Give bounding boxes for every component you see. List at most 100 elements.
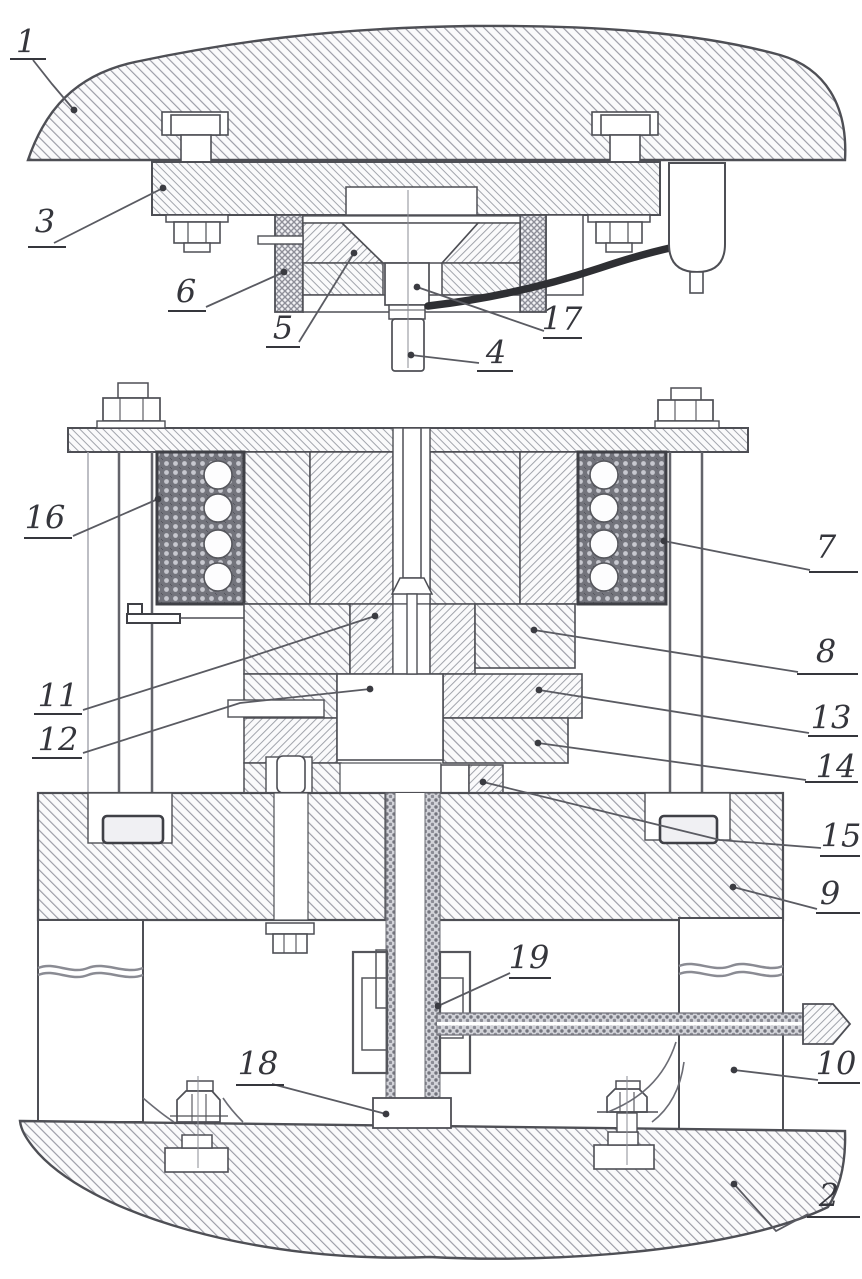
die-stack bbox=[227, 603, 583, 794]
block-13 bbox=[442, 673, 583, 719]
pendant-cylinder bbox=[668, 162, 726, 294]
part-label-9: 9 bbox=[820, 875, 840, 913]
spring-coil bbox=[589, 493, 619, 523]
plate-nut-left bbox=[165, 214, 229, 253]
bed-clamp-right bbox=[593, 1041, 685, 1170]
leader-line-2 bbox=[733, 1183, 809, 1233]
spring-coil bbox=[589, 460, 619, 490]
holder-right-wall bbox=[519, 214, 547, 313]
leader-dot-19 bbox=[434, 1002, 442, 1010]
shank-boss bbox=[345, 186, 478, 216]
shank-holder bbox=[257, 214, 584, 313]
part-label-8: 8 bbox=[816, 633, 836, 671]
knockout-pin bbox=[390, 577, 434, 675]
bed-clamp-left bbox=[142, 1076, 244, 1173]
leader-dot-12 bbox=[366, 685, 374, 693]
part-label-15: 15 bbox=[821, 817, 862, 855]
pillar-foot-right bbox=[658, 814, 719, 845]
part-label-17: 17 bbox=[542, 300, 583, 338]
spring-coil bbox=[589, 529, 619, 559]
part-label-14: 14 bbox=[816, 748, 857, 786]
leader-dot-17 bbox=[413, 283, 421, 291]
center-block bbox=[336, 673, 444, 761]
knockout-rod-upper bbox=[402, 427, 422, 579]
part-label-3: 3 bbox=[35, 203, 55, 241]
leader-line-8 bbox=[533, 629, 799, 673]
press-bed bbox=[18, 1119, 847, 1260]
rod-clamp bbox=[384, 262, 430, 306]
spring-coil bbox=[203, 460, 233, 490]
leader-line-3 bbox=[53, 187, 164, 244]
punch-holder-block bbox=[243, 427, 579, 605]
part-label-7: 7 bbox=[816, 528, 837, 566]
part-label-5: 5 bbox=[273, 309, 293, 347]
leader-dot-6 bbox=[280, 268, 288, 276]
leader-dot-7 bbox=[660, 537, 668, 545]
leader-dot-5 bbox=[350, 249, 358, 257]
leader-dot-2 bbox=[730, 1180, 738, 1188]
part-label-11: 11 bbox=[38, 677, 79, 715]
plate-bolt-right bbox=[654, 387, 720, 429]
leader-line-4 bbox=[410, 354, 480, 364]
leader-line-16 bbox=[72, 498, 159, 537]
plate-nut-right bbox=[587, 214, 651, 253]
plate-bolt-left bbox=[96, 382, 166, 429]
leader-dot-14 bbox=[534, 739, 542, 747]
part-label-16: 16 bbox=[25, 499, 66, 537]
part-label-4: 4 bbox=[485, 334, 506, 372]
leader-line-5 bbox=[298, 252, 355, 343]
block-15 bbox=[468, 764, 504, 794]
ram-tbolt-right bbox=[591, 111, 659, 163]
holder-left-wall bbox=[274, 214, 304, 313]
ejector-rod bbox=[385, 792, 441, 1099]
part-label-6: 6 bbox=[176, 273, 196, 311]
part-label-10: 10 bbox=[816, 1045, 857, 1083]
pull-rod bbox=[384, 190, 430, 372]
spring-stack-right bbox=[576, 450, 668, 606]
leader-line-6 bbox=[205, 271, 285, 308]
leader-line-15 bbox=[482, 781, 822, 849]
press-ram-body bbox=[26, 24, 847, 162]
leader-dot-11 bbox=[371, 612, 379, 620]
leader-dot-16 bbox=[154, 495, 162, 503]
leader-line-19 bbox=[437, 972, 511, 1007]
leader-line-9 bbox=[732, 886, 818, 910]
leader-line-10 bbox=[733, 1069, 819, 1081]
spring-coil bbox=[203, 562, 233, 592]
leader-line-11 bbox=[82, 615, 376, 711]
upper-plate bbox=[151, 161, 661, 216]
pillar-foot-left bbox=[101, 814, 165, 845]
stripper-bolt-head bbox=[265, 922, 315, 954]
leader-line-1 bbox=[32, 59, 75, 111]
leader-line-17 bbox=[416, 286, 545, 332]
leader-dot-15 bbox=[479, 778, 487, 786]
leader-dot-9 bbox=[729, 883, 737, 891]
bar-collar bbox=[802, 1003, 852, 1045]
leader-line-7 bbox=[663, 540, 811, 571]
part-label-12: 12 bbox=[38, 721, 79, 759]
leg-left bbox=[37, 919, 144, 1123]
leader-line-14 bbox=[537, 742, 807, 781]
part-label-2: 2 bbox=[818, 1177, 839, 1215]
leader-dot-18 bbox=[382, 1110, 390, 1118]
leader-dot-10 bbox=[730, 1066, 738, 1074]
leader-dot-4 bbox=[407, 351, 415, 359]
latch bbox=[126, 603, 244, 624]
holder-dowel bbox=[257, 235, 304, 245]
part-label-18: 18 bbox=[238, 1045, 279, 1083]
leader-dot-13 bbox=[535, 686, 543, 694]
leader-dot-8 bbox=[530, 626, 538, 634]
pendant-stem bbox=[689, 271, 704, 294]
leader-dot-1 bbox=[70, 106, 78, 114]
spring-coil bbox=[203, 493, 233, 523]
knockout-bar bbox=[436, 1003, 852, 1045]
part-label-19: 19 bbox=[509, 939, 550, 977]
leader-line-18 bbox=[271, 1083, 387, 1115]
leader-line-12 bbox=[82, 688, 371, 754]
leader-line-13 bbox=[538, 689, 810, 734]
leader-dot-3 bbox=[159, 184, 167, 192]
stripper-bolt-top bbox=[276, 755, 306, 794]
